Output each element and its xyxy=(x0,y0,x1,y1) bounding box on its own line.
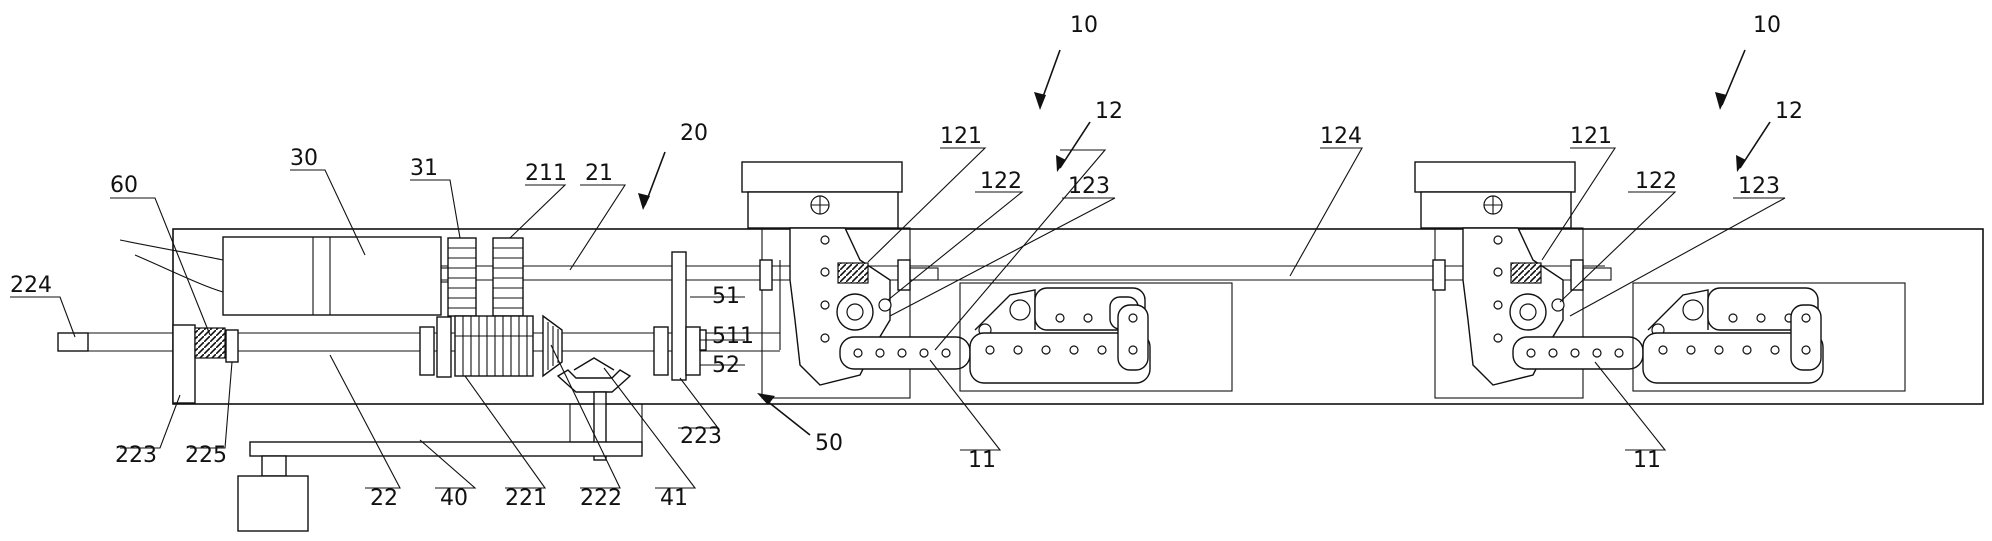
label-30: 30 xyxy=(290,146,318,171)
label-223-left: 223 xyxy=(115,443,157,468)
gear-31 xyxy=(448,238,476,316)
label-22: 22 xyxy=(370,486,398,511)
gear-211 xyxy=(493,238,523,316)
label-12-right: 12 xyxy=(1775,99,1803,124)
label-10-right: 10 xyxy=(1753,13,1781,38)
label-10-left: 10 xyxy=(1070,13,1098,38)
label-11-left: 11 xyxy=(968,448,996,473)
label-121-right: 121 xyxy=(1570,124,1612,149)
label-122-left: 122 xyxy=(980,169,1022,194)
label-40: 40 xyxy=(440,486,468,511)
label-211: 211 xyxy=(525,161,567,186)
left-bracket xyxy=(173,325,238,403)
label-31: 31 xyxy=(410,156,438,181)
label-52: 52 xyxy=(712,353,740,378)
label-221: 221 xyxy=(505,486,547,511)
base-plate xyxy=(238,404,642,531)
label-124: 124 xyxy=(1320,124,1362,149)
label-225: 225 xyxy=(185,443,227,468)
wires xyxy=(120,240,223,292)
motor xyxy=(223,237,455,315)
label-123-left: 123 xyxy=(1068,174,1110,199)
label-122-right: 122 xyxy=(1635,169,1677,194)
label-12-left: 12 xyxy=(1095,99,1123,124)
label-21: 21 xyxy=(585,161,613,186)
bevel-gear-222 xyxy=(543,316,562,376)
label-50: 50 xyxy=(815,431,843,456)
label-60: 60 xyxy=(110,173,138,198)
label-41: 41 xyxy=(660,486,688,511)
label-222: 222 xyxy=(580,486,622,511)
label-224: 224 xyxy=(10,273,52,298)
gear-block-221 xyxy=(420,316,533,377)
label-51: 51 xyxy=(712,284,740,309)
label-121-left: 121 xyxy=(940,124,982,149)
label-511: 511 xyxy=(712,324,754,349)
label-123-right: 123 xyxy=(1738,174,1780,199)
label-11-right: 11 xyxy=(1633,448,1661,473)
upper-shaft xyxy=(440,266,1605,280)
label-20: 20 xyxy=(680,121,708,146)
label-223-right: 223 xyxy=(680,424,722,449)
chain-unit-2 xyxy=(1415,162,1905,398)
